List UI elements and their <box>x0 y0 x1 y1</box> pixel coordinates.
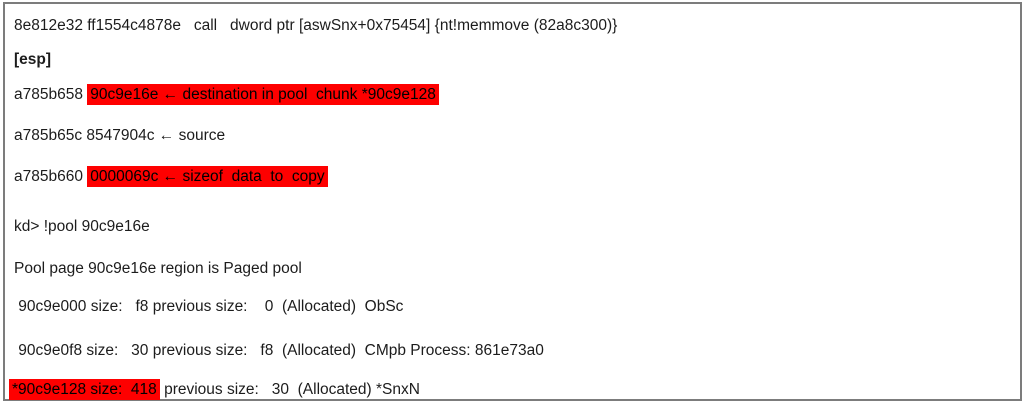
kd-pool-command-line: kd> !pool 90c9e16e <box>14 217 150 237</box>
document-text-box[interactable]: 8e812e32 ff1554c4878e call dword ptr [as… <box>3 2 1022 401</box>
stack-source-line: a785b65c 8547904c ← source <box>14 126 225 146</box>
esp-label: [esp] <box>14 51 52 68</box>
disasm-call-text: 8e812e32 ff1554c4878e call dword ptr [as… <box>14 17 618 34</box>
pool-entry-cmpb-line: 90c9e0f8 size: 30 previous size: f8 (All… <box>14 341 544 361</box>
pool-entry-snxn-line: *90c9e128 size: 418 previous size: 30 (A… <box>9 379 420 400</box>
pool-entry-cmpb-text: 90c9e0f8 size: 30 previous size: f8 (All… <box>14 342 544 359</box>
pool-entry-snxn-tail: previous size: 30 (Allocated) *SnxN <box>159 381 420 398</box>
pool-entry-obsc-text: 90c9e000 size: f8 previous size: 0 (Allo… <box>14 298 396 315</box>
pool-entry-obsc-tail: c <box>395 298 404 315</box>
kd-pool-command: kd> !pool 90c9e16e <box>14 218 150 235</box>
pool-page-region-text: Pool page 90c9e16e region is Paged pool <box>14 260 302 277</box>
highlight-sizeof: 0000069c ← sizeof data to copy <box>87 166 328 187</box>
stack-address: a785b660 <box>14 168 88 185</box>
stack-destination-line: a785b658 90c9e16e ← destination in pool … <box>14 84 439 105</box>
stack-size-line: a785b660 0000069c ← sizeof data to copy <box>14 166 328 187</box>
pool-entry-obsc-line: 90c9e000 size: f8 previous size: 0 (Allo… <box>14 297 403 317</box>
esp-label-line: [esp] <box>14 50 51 70</box>
stack-address: a785b658 <box>14 86 88 103</box>
highlight-pool-chunk: *90c9e128 size: 418 <box>9 379 160 400</box>
pool-page-region-line: Pool page 90c9e16e region is Paged pool <box>14 259 302 279</box>
highlight-destination: 90c9e16e ← destination in pool chunk *90… <box>87 84 439 105</box>
stack-source-text: a785b65c 8547904c ← source <box>14 127 226 144</box>
disasm-call-line: 8e812e32 ff1554c4878e call dword ptr [as… <box>14 16 617 36</box>
